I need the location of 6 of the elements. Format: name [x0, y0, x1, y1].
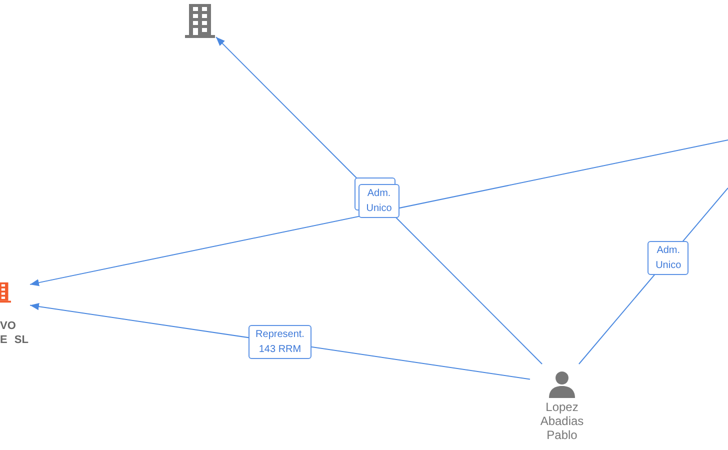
- edge-label: Represent. 143 RRM: [248, 325, 312, 360]
- edge-label: Adm. Unico: [358, 184, 400, 218]
- arrow: [30, 140, 728, 286]
- node-label: Lopez Abadias Pablo: [539, 400, 585, 442]
- edge-label: Adm. Unico: [648, 241, 689, 276]
- node-label: VO E SL: [0, 319, 30, 347]
